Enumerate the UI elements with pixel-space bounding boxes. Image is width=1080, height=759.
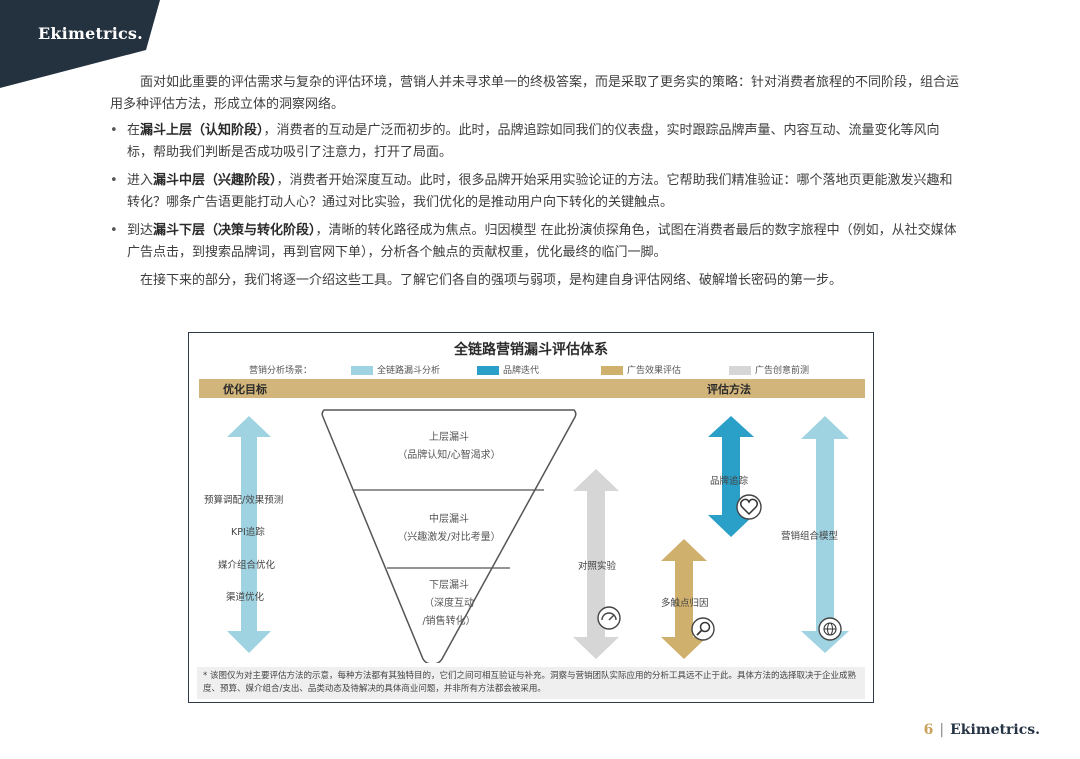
legend-swatch <box>351 366 373 375</box>
bullet-text: ，消费者开始深度互动。此时，很多品牌开始采用实验论证的方法。它帮助我们精准验证：… <box>127 173 953 210</box>
method-mmm-label: 营销组合模型 <box>781 531 839 542</box>
funnel-stage-middle: 中层漏斗 （兴趣激发/对比考量） <box>364 511 534 547</box>
article-body: 面对如此重要的评估需求与复杂的评估环境，营销人并未寻求单一的终极答案，而是采取了… <box>110 72 960 292</box>
funnel-stage-desc: （品牌认知/心智渴求） <box>397 450 501 461</box>
bullet-dot: • <box>110 223 118 238</box>
funnel-stage-desc: /销售转化） <box>422 616 476 627</box>
funnel-stage-upper: 上层漏斗 （品牌认知/心智渴求） <box>364 429 534 465</box>
bullet-text: ，清晰的转化路径成为焦点。归因模型 在此扮演侦探角色，试图在消费者最后的数字旅程… <box>127 223 957 260</box>
legend-item: 全链路漏斗分析 <box>351 363 440 376</box>
heart-icon <box>736 494 762 520</box>
closing-paragraph: 在接下来的部分，我们将逐一介绍这些工具。了解它们各自的强项与弱项，是构建自身评估… <box>140 273 843 288</box>
bullet-prefix: 到达 <box>127 223 154 238</box>
chart-gauge-icon <box>597 606 621 630</box>
goals-double-arrow <box>227 416 271 653</box>
funnel-stage-desc: （兴趣激发/对比考量） <box>397 532 501 543</box>
bullet-prefix: 进入 <box>127 173 154 188</box>
legend-text: 全链路漏斗分析 <box>377 366 441 376</box>
legend-item: 广告效果评估 <box>601 363 681 376</box>
bullet-bold-term: 漏斗中层（兴趣阶段） <box>153 173 277 188</box>
right-header: 评估方法 <box>707 383 751 396</box>
page-footer: 6 | Ekimetrics. <box>924 722 1040 738</box>
bullet-item: • 在漏斗上层（认知阶段），消费者的互动是广泛而初步的。此时，品牌追踪如同我们的仪… <box>110 120 960 164</box>
page-number: 6 <box>923 722 934 738</box>
legend-text: 广告创意前测 <box>755 366 810 376</box>
bullet-dot: • <box>110 123 118 138</box>
figure-title: 全链路营销漏斗评估体系 <box>454 342 608 358</box>
figure-graphics <box>227 409 849 663</box>
header-logo: Ekimetrics. <box>38 24 143 43</box>
figure-footnote: * 该图仅为对主要评估方法的示意，每种方法都有其独特目的，它们之间可相互验证与补… <box>197 667 865 699</box>
logo-tab-shape <box>0 0 160 88</box>
bullet-bold-term: 漏斗上层（认知阶段） <box>140 123 264 138</box>
goal-label: KPI追踪 <box>231 527 265 538</box>
method-brand-tracking-label: 品牌追踪 <box>710 476 749 487</box>
legend-item: 品牌迭代 <box>477 363 539 376</box>
bullet-list: • 在漏斗上层（认知阶段），消费者的互动是广泛而初步的。此时，品牌追踪如同我们的仪… <box>110 120 960 264</box>
legend-swatch <box>477 366 499 375</box>
funnel-stage-lower: 下层漏斗 （深度互动 /销售转化） <box>379 577 519 631</box>
method-ab-test-label: 对照实验 <box>578 561 617 572</box>
bullet-text: ，消费者的互动是广泛而初步的。此时，品牌追踪如同我们的仪表盘，实时跟踪品牌声量、… <box>127 123 940 160</box>
header-logo-tab: Ekimetrics. <box>0 0 160 88</box>
legend-text: 品牌迭代 <box>503 366 540 376</box>
footer-separator: | <box>939 722 945 738</box>
goal-label: 渠道优化 <box>226 592 265 603</box>
mta-double-arrow <box>661 539 707 659</box>
magnifier-icon <box>691 617 715 641</box>
footer-logo: Ekimetrics. <box>950 722 1040 738</box>
funnel-stage-name: 中层漏斗 <box>429 514 469 525</box>
bullet-item: • 进入漏斗中层（兴趣阶段），消费者开始深度互动。此时，很多品牌开始采用实验论证的… <box>110 170 960 214</box>
header-bar: 优化目标 评估方法 <box>199 379 865 398</box>
bullet-dot: • <box>110 173 118 188</box>
intro-paragraph: 面对如此重要的评估需求与复杂的评估环境，营销人并未寻求单一的终极答案，而是采取了… <box>110 75 960 112</box>
globe-icon <box>818 617 842 641</box>
funnel-stage-name: 上层漏斗 <box>429 432 469 443</box>
mmm-double-arrow <box>801 416 849 653</box>
brand-tracking-double-arrow <box>708 416 754 537</box>
bullet-bold-term: 漏斗下层（决策与转化阶段） <box>153 223 316 238</box>
funnel-stage-name: 下层漏斗 <box>429 580 469 591</box>
bullet-prefix: 在 <box>127 123 141 138</box>
legend-text: 广告效果评估 <box>627 366 682 376</box>
legend-swatch <box>601 366 623 375</box>
ab-test-double-arrow <box>573 469 619 659</box>
goal-label: 预算调配/效果预测 <box>204 495 284 506</box>
legend-swatch <box>729 366 751 375</box>
legend-item: 广告创意前测 <box>729 363 809 376</box>
funnel-outline <box>321 409 577 663</box>
method-mta-label: 多触点归因 <box>661 598 709 609</box>
legend-label: 营销分析场景： <box>249 366 313 376</box>
bullet-item: • 到达漏斗下层（决策与转化阶段），清晰的转化路径成为焦点。归因模型 在此扮演侦探… <box>110 220 960 264</box>
left-header: 优化目标 <box>223 383 267 396</box>
funnel-stage-desc: （深度互动 <box>424 598 474 609</box>
goal-label: 媒介组合优化 <box>218 560 276 571</box>
funnel-figure: 全链路营销漏斗评估体系 营销分析场景： 全链路漏斗分析 品牌迭代 广告效果评估 … <box>188 332 874 703</box>
